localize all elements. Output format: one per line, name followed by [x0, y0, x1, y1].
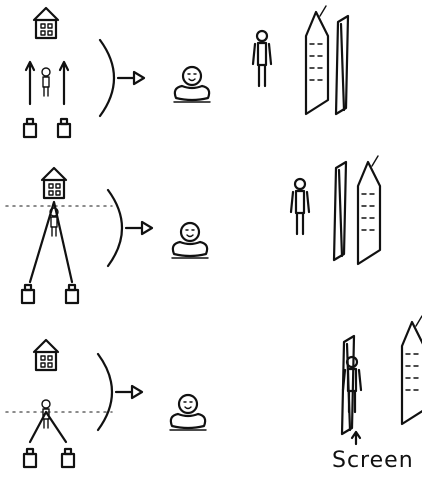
screen-icon: [334, 14, 350, 116]
screen-label: Screen: [332, 448, 414, 473]
screen-icon: [332, 160, 348, 262]
person-icon: [41, 67, 51, 97]
eye-arc-icon: [96, 352, 144, 432]
building-icon: [304, 4, 330, 116]
eye-arc-icon: [106, 188, 154, 268]
viewer-icon: [172, 65, 212, 104]
eye-arc-icon: [98, 38, 146, 118]
standing-person-icon: [251, 29, 273, 88]
panel-row-3: [5, 314, 422, 469]
viewer-icon: [170, 221, 210, 260]
viewer-icon: [168, 393, 208, 432]
panel-row-1: [22, 4, 350, 139]
standing-person-icon: [289, 177, 311, 236]
building-icon: [356, 154, 382, 266]
building-icon: [400, 314, 422, 426]
panel-row-2: [5, 154, 382, 305]
